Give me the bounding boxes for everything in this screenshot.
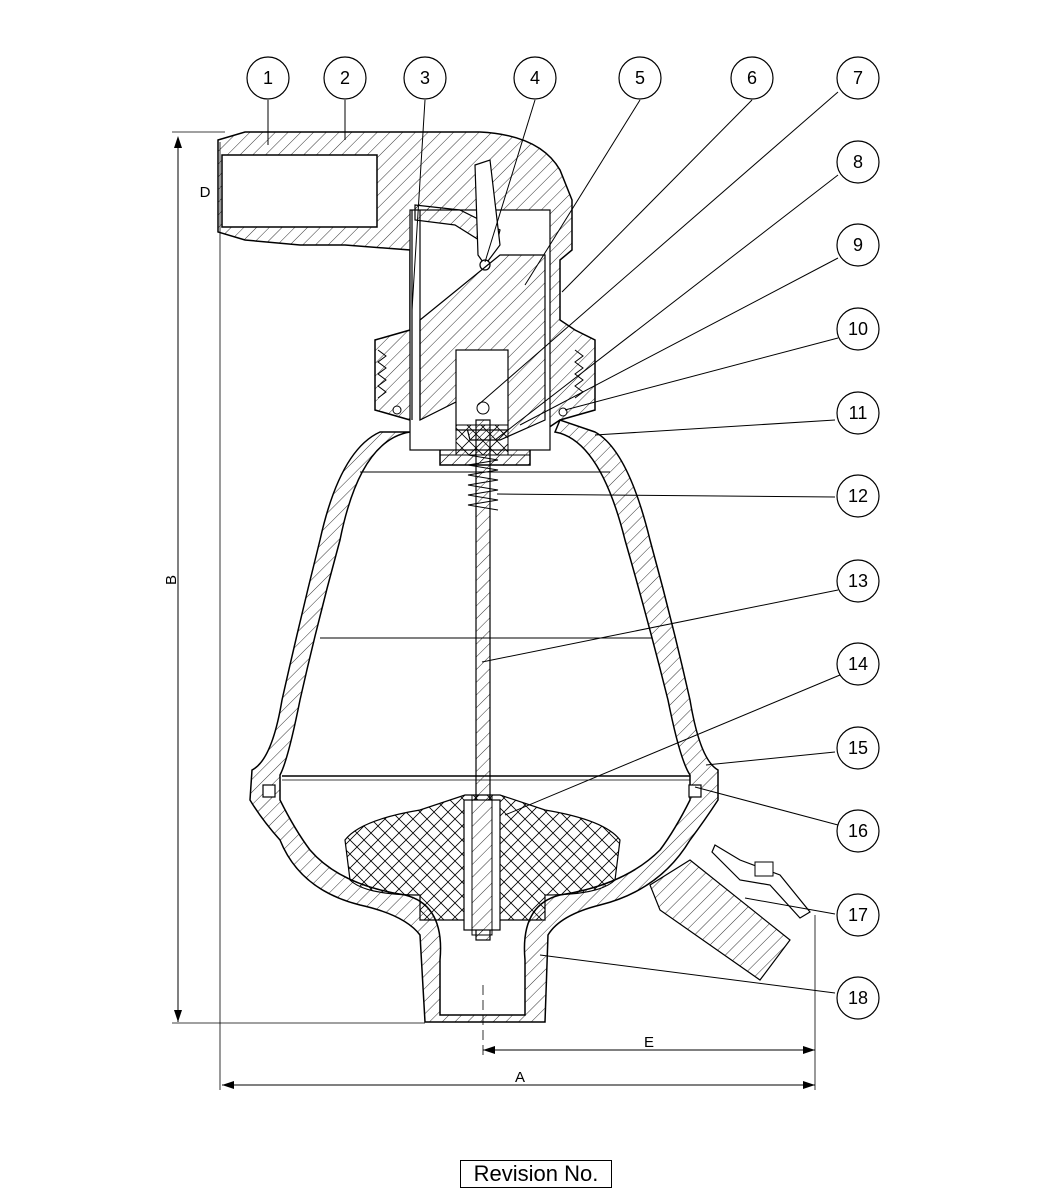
balloon-5: 5 bbox=[618, 56, 662, 100]
balloon-8: 8 bbox=[836, 140, 880, 184]
balloon-10: 10 bbox=[836, 307, 880, 351]
float bbox=[344, 794, 621, 936]
dimension-lines bbox=[172, 131, 816, 1090]
balloon-6: 6 bbox=[730, 56, 774, 100]
balloon-12: 12 bbox=[836, 474, 880, 518]
balloon-18: 18 bbox=[836, 976, 880, 1020]
svg-text:16: 16 bbox=[848, 821, 868, 841]
svg-text:6: 6 bbox=[747, 68, 757, 88]
balloon-16: 16 bbox=[836, 809, 880, 853]
svg-text:9: 9 bbox=[853, 235, 863, 255]
dimension-label-e: E bbox=[644, 1034, 654, 1051]
dimension-label-a: A bbox=[515, 1069, 525, 1086]
svg-text:17: 17 bbox=[848, 905, 868, 925]
balloon-1: 1 bbox=[246, 56, 290, 100]
inner-body bbox=[419, 254, 546, 456]
balloon-15: 15 bbox=[836, 726, 880, 770]
balloon-11: 11 bbox=[836, 391, 880, 435]
leader-lines bbox=[267, 91, 841, 994]
balloon-13: 13 bbox=[836, 559, 880, 603]
balloon-17: 17 bbox=[836, 893, 880, 937]
svg-text:3: 3 bbox=[420, 68, 430, 88]
balloon-2: 2 bbox=[323, 56, 367, 100]
drain-valve bbox=[649, 844, 811, 981]
svg-text:2: 2 bbox=[340, 68, 350, 88]
balloon-4: 4 bbox=[513, 56, 557, 100]
balloon-14: 14 bbox=[836, 642, 880, 686]
svg-text:4: 4 bbox=[530, 68, 540, 88]
balloon-3: 3 bbox=[403, 56, 447, 100]
svg-text:7: 7 bbox=[853, 68, 863, 88]
svg-text:1: 1 bbox=[263, 68, 273, 88]
svg-text:13: 13 bbox=[848, 571, 868, 591]
svg-text:15: 15 bbox=[848, 738, 868, 758]
svg-text:11: 11 bbox=[849, 403, 868, 423]
revision-label: Revision No. bbox=[460, 1160, 612, 1188]
balloon-9: 9 bbox=[836, 223, 880, 267]
svg-text:12: 12 bbox=[848, 486, 868, 506]
svg-text:8: 8 bbox=[853, 152, 863, 172]
dimension-label-d: D bbox=[200, 184, 211, 201]
springs bbox=[377, 349, 584, 417]
svg-text:10: 10 bbox=[848, 319, 868, 339]
valve-body-shell bbox=[249, 419, 719, 1023]
dimension-label-b: B bbox=[163, 575, 180, 585]
svg-text:14: 14 bbox=[848, 654, 868, 674]
svg-text:18: 18 bbox=[848, 988, 868, 1008]
svg-text:5: 5 bbox=[635, 68, 645, 88]
balloon-7: 7 bbox=[836, 56, 880, 100]
